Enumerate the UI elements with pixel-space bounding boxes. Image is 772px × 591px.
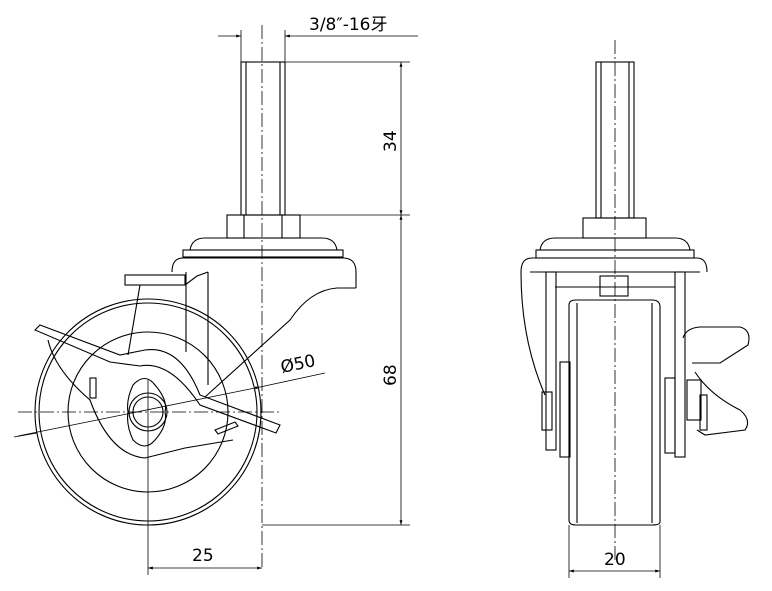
stem-height-label: 34: [381, 130, 401, 152]
dimensions-side: 3/8″-16牙 34 68 Ø50 25: [13, 15, 418, 570]
front-view: [520, 40, 750, 560]
hex-nut: [226, 214, 301, 239]
dimensions-front: 20: [568, 525, 661, 578]
offset-label: 25: [192, 546, 214, 566]
threaded-stem: [240, 61, 286, 216]
thread-label: 3/8″-16牙: [309, 15, 387, 35]
diameter-label: Ø50: [279, 351, 317, 378]
total-height-label: 68: [381, 364, 401, 386]
hex-nut-front: [582, 217, 647, 239]
side-view: [18, 25, 357, 575]
brake-lever: [34, 324, 281, 434]
wheel-front: [568, 299, 661, 526]
wheel-width-label: 20: [604, 550, 626, 570]
